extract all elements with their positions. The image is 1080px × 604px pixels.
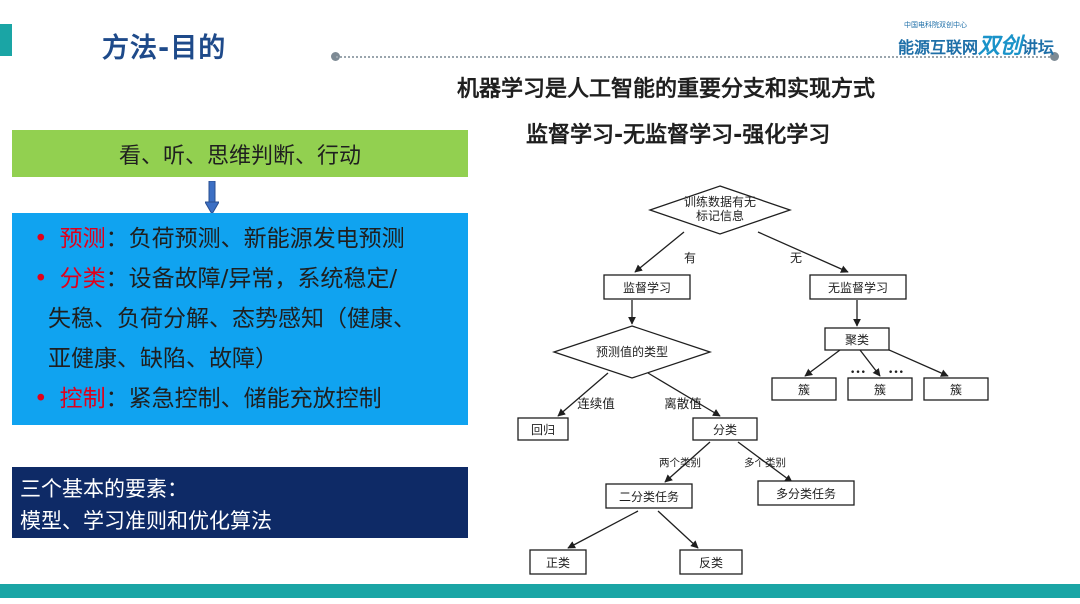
unsupervised-label: 无监督学习 bbox=[828, 280, 888, 295]
edge-no-label: 无 bbox=[790, 251, 802, 265]
bullet-classification: •分类：设备故障/异常，系统稳定/ bbox=[34, 266, 398, 292]
node-negative-box bbox=[679, 549, 743, 575]
applications-box: •预测：负荷预测、新能源发电预测 •分类：设备故障/异常，系统稳定/ 失稳、负荷… bbox=[12, 213, 468, 425]
positive-label: 正类 bbox=[546, 556, 570, 570]
node-classification-box bbox=[692, 417, 758, 441]
logo-small-text: 中国电科院双创中心 bbox=[904, 21, 967, 29]
negative-label: 反类 bbox=[699, 556, 723, 570]
node-positive-box bbox=[529, 549, 587, 575]
node-multi-box bbox=[757, 480, 855, 506]
subtitle-ml-branch: 机器学习是人工智能的重要分支和实现方式 bbox=[457, 77, 876, 102]
three-elements-box: 三个基本的要素： 模型、学习准则和优化算法 bbox=[12, 467, 468, 538]
node-root-diamond bbox=[647, 185, 793, 235]
root-label-line1: 训练数据有无 bbox=[684, 194, 756, 209]
down-arrow-icon bbox=[205, 181, 219, 215]
edge-continuous-label: 连续值 bbox=[577, 396, 615, 411]
edge-predtype-classification bbox=[647, 372, 721, 417]
node-predtype-diamond bbox=[551, 325, 713, 379]
cluster-3-label: 簇 bbox=[950, 382, 962, 397]
bullet-classification-cont-1: 失稳、负荷分解、态势感知（健康、 bbox=[48, 306, 416, 332]
clustering-label: 聚类 bbox=[845, 333, 869, 347]
logo-main-text: 能源互联网双创讲坛 bbox=[898, 34, 1055, 59]
edge-cluster-1 bbox=[804, 349, 841, 377]
edge-multi-label: 多个类别 bbox=[744, 456, 786, 469]
edge-class-multi bbox=[737, 441, 793, 483]
cluster-1-label: 簇 bbox=[798, 382, 810, 397]
node-cluster-3-box bbox=[923, 377, 989, 401]
edge-discrete-label: 离散值 bbox=[664, 396, 702, 411]
multi-label: 多分类任务 bbox=[776, 486, 836, 501]
subtitle-learning-types: 监督学习-无监督学习-强化学习 bbox=[526, 123, 831, 148]
header-divider-line bbox=[336, 56, 1054, 58]
title-accent-bar bbox=[0, 24, 12, 56]
node-cluster-1-box bbox=[771, 377, 837, 401]
cluster-2-label: 簇 bbox=[874, 382, 886, 397]
predtype-label: 预测值的类型 bbox=[596, 344, 668, 359]
three-elements-list: 模型、学习准则和优化算法 bbox=[20, 509, 272, 533]
bullet-prediction: •预测：负荷预测、新能源发电预测 bbox=[34, 226, 405, 252]
bullet-classification-cont-2: 亚健康、缺陷、故障） bbox=[48, 346, 278, 372]
edge-cluster-2 bbox=[859, 349, 881, 377]
cluster-ellipsis-2: ••• bbox=[888, 368, 904, 378]
bullet-control: •控制：紧急控制、储能充放控制 bbox=[34, 386, 382, 412]
perception-action-box: 看、听、思维判断、行动 bbox=[12, 130, 468, 177]
node-clustering-box bbox=[824, 327, 890, 351]
header-line-right-dot bbox=[1050, 52, 1059, 61]
supervised-label: 监督学习 bbox=[623, 280, 671, 295]
edge-class-binary bbox=[664, 441, 711, 483]
classification-label: 分类 bbox=[713, 423, 737, 437]
node-supervised-box bbox=[603, 274, 691, 300]
brand-logo: 中国电科院双创中心 能源互联网双创讲坛 bbox=[898, 20, 1054, 59]
header-line-left-dot bbox=[331, 52, 340, 61]
binary-label: 二分类任务 bbox=[619, 489, 679, 504]
edge-yes-label: 有 bbox=[684, 251, 696, 265]
node-unsupervised-box bbox=[809, 274, 907, 300]
node-cluster-2-box bbox=[847, 377, 913, 401]
edge-root-unsupervised bbox=[757, 231, 849, 273]
cluster-ellipsis-1: ••• bbox=[850, 368, 866, 378]
three-elements-heading: 三个基本的要素： bbox=[20, 477, 188, 501]
edge-binary-negative bbox=[657, 510, 699, 549]
regression-label: 回归 bbox=[531, 423, 555, 437]
edge-cluster-3 bbox=[879, 345, 949, 377]
edge-binary-positive bbox=[567, 510, 639, 549]
edge-root-supervised bbox=[634, 231, 685, 273]
edge-two-label: 两个类别 bbox=[659, 456, 701, 469]
node-binary-box bbox=[605, 483, 693, 509]
node-regression-box bbox=[517, 417, 569, 441]
root-label-line2: 标记信息 bbox=[696, 208, 744, 223]
footer-bar bbox=[0, 584, 1080, 598]
page-title: 方法-目的 bbox=[102, 33, 227, 64]
ml-taxonomy-diagram: 训练数据有无 标记信息 有 无 监督学习 无监督学习 预测值的类型 连续值 离散… bbox=[517, 185, 989, 575]
edge-predtype-regression bbox=[557, 372, 609, 417]
